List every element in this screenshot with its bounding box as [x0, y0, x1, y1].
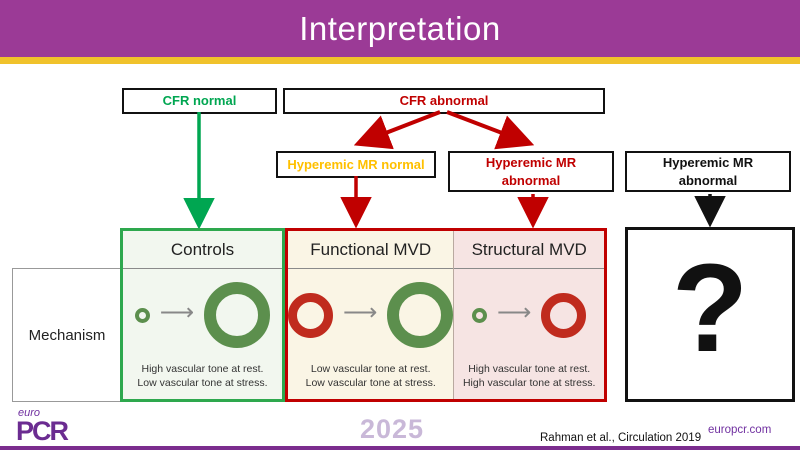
logo-euro-text: euro [18, 407, 41, 419]
controls-mechanism-diagram: ⟶ [123, 269, 282, 362]
citation-text: Rahman et al., Circulation 2019 [540, 432, 702, 444]
vessel-stress-icon [204, 282, 271, 349]
caption-line: High vascular tone at stress. [462, 376, 596, 389]
website-link[interactable]: europcr.com [708, 424, 772, 436]
arrow-cfr-abnormal-to-hmr-normal [353, 110, 441, 150]
caption-line: Low vascular tone at stress. [305, 376, 436, 389]
transition-arrow-icon: ⟶ [343, 299, 378, 327]
hyperemic-mr-normal-box: Hyperemic MR normal [276, 151, 436, 178]
arrow-cfr-abnormal-to-hmr-abnormal [446, 110, 535, 150]
logo-pcr-text: PCR [16, 416, 69, 446]
controls-panel: Controls ⟶ High vascular tone at rest. L… [120, 228, 285, 402]
controls-panel-title: Controls [123, 231, 282, 269]
caption-line: High vascular tone at rest. [141, 362, 264, 375]
functional-mechanism-diagram: ⟶ [288, 269, 454, 362]
vessel-rest-icon [134, 307, 150, 323]
structural-mvd-title: Structural MVD [454, 231, 604, 269]
slide-header: Interpretation [0, 0, 800, 57]
slide-title: Interpretation [299, 9, 501, 47]
structural-mvd-panel: Structural MVD ⟶ High vascular tone at r… [454, 231, 604, 399]
structural-mechanism-diagram: ⟶ [454, 269, 604, 362]
caption-line: High vascular tone at rest. [468, 362, 591, 375]
functional-caption: Low vascular tone at rest. Low vascular … [288, 362, 453, 399]
vessel-stress-icon [387, 282, 454, 349]
vessel-stress-icon [541, 292, 587, 338]
hyperemic-mr-abnormal-black-box: Hyperemic MR abnormal [625, 151, 791, 192]
structural-caption: High vascular tone at rest. High vascula… [454, 362, 604, 399]
vessel-rest-icon [288, 292, 333, 338]
footer-accent-bar [0, 446, 800, 450]
question-mark: ? [671, 239, 749, 378]
functional-mvd-title: Functional MVD [288, 231, 454, 269]
header-accent-stripe [0, 57, 800, 64]
mechanism-row-label: Mechanism [12, 268, 122, 402]
vessel-rest-icon [472, 307, 487, 323]
caption-line: Low vascular tone at stress. [137, 376, 268, 389]
europcr-logo: euro PCR [16, 407, 69, 446]
unknown-category-panel: ? [625, 227, 795, 402]
mvd-panels-container: Functional MVD ⟶ Low vascular tone at re… [285, 228, 607, 402]
caption-line: Low vascular tone at rest. [310, 362, 431, 375]
slide-year: 2025 [360, 414, 425, 444]
controls-caption: High vascular tone at rest. Low vascular… [123, 362, 282, 399]
transition-arrow-icon: ⟶ [497, 299, 532, 327]
hyperemic-mr-abnormal-red-box: Hyperemic MR abnormal [448, 151, 614, 192]
transition-arrow-icon: ⟶ [159, 299, 195, 327]
functional-mvd-panel: Functional MVD ⟶ Low vascular tone at re… [288, 231, 455, 399]
cfr-abnormal-box: CFR abnormal [283, 88, 605, 114]
cfr-normal-box: CFR normal [122, 88, 277, 114]
